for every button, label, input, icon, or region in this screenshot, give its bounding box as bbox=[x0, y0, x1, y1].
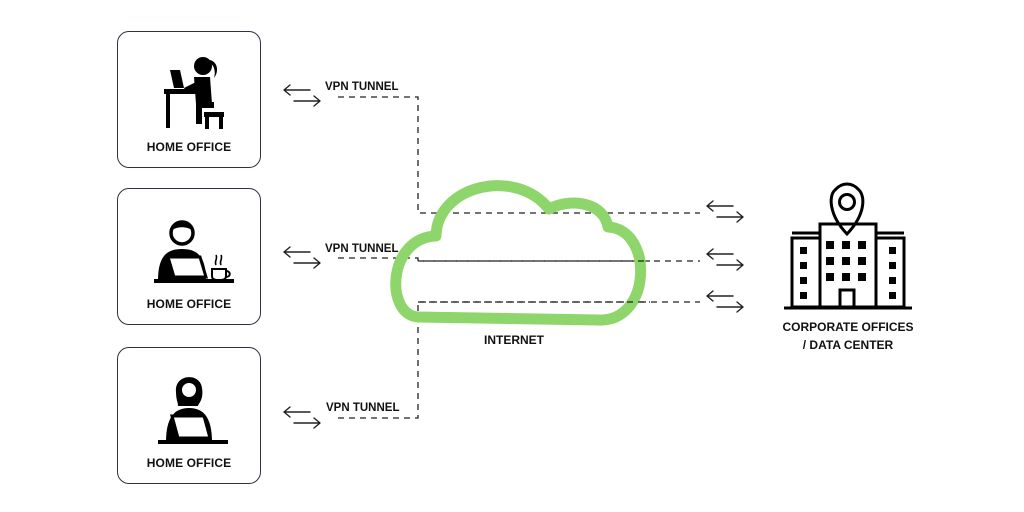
vpn-tunnel-label: VPN TUNNEL bbox=[325, 243, 399, 255]
tunnel-line-top bbox=[338, 96, 700, 214]
home-office-box: HOME OFFICE bbox=[117, 188, 261, 325]
home-office-box: HOME OFFICE bbox=[117, 347, 261, 484]
internet-label: INTERNET bbox=[484, 333, 544, 347]
home-office-box: HOME OFFICE bbox=[117, 31, 261, 168]
corporate-label-line1: CORPORATE OFFICES bbox=[782, 320, 914, 334]
building-windows bbox=[800, 241, 896, 299]
vpn-tunnel-label: VPN TUNNEL bbox=[325, 81, 399, 93]
bidirectional-arrow-icon bbox=[706, 200, 744, 223]
cloud-icon bbox=[390, 180, 646, 326]
bidirectional-arrow-icon bbox=[706, 290, 744, 313]
corporate-label: CORPORATE OFFICES / DATA CENTER bbox=[768, 318, 928, 354]
bidirectional-arrow-icon bbox=[283, 84, 321, 107]
office-building-location-icon bbox=[784, 182, 912, 310]
bidirectional-arrow-icon bbox=[706, 248, 744, 271]
man-with-laptop-icon bbox=[154, 220, 234, 283]
home-office-label: HOME OFFICE bbox=[146, 456, 232, 470]
bidirectional-arrow-icon bbox=[283, 406, 321, 429]
tunnel-line-bottom bbox=[338, 301, 700, 419]
corporate-label-line2: / DATA CENTER bbox=[802, 338, 894, 352]
vpn-tunnel-label: VPN TUNNEL bbox=[326, 402, 400, 414]
person-at-desk-icon bbox=[164, 57, 224, 129]
home-office-label: HOME OFFICE bbox=[146, 140, 232, 154]
woman-with-laptop-icon bbox=[158, 377, 228, 444]
bidirectional-arrow-icon bbox=[283, 246, 321, 269]
home-office-label: HOME OFFICE bbox=[146, 297, 232, 311]
tunnel-line-middle bbox=[338, 257, 700, 262]
